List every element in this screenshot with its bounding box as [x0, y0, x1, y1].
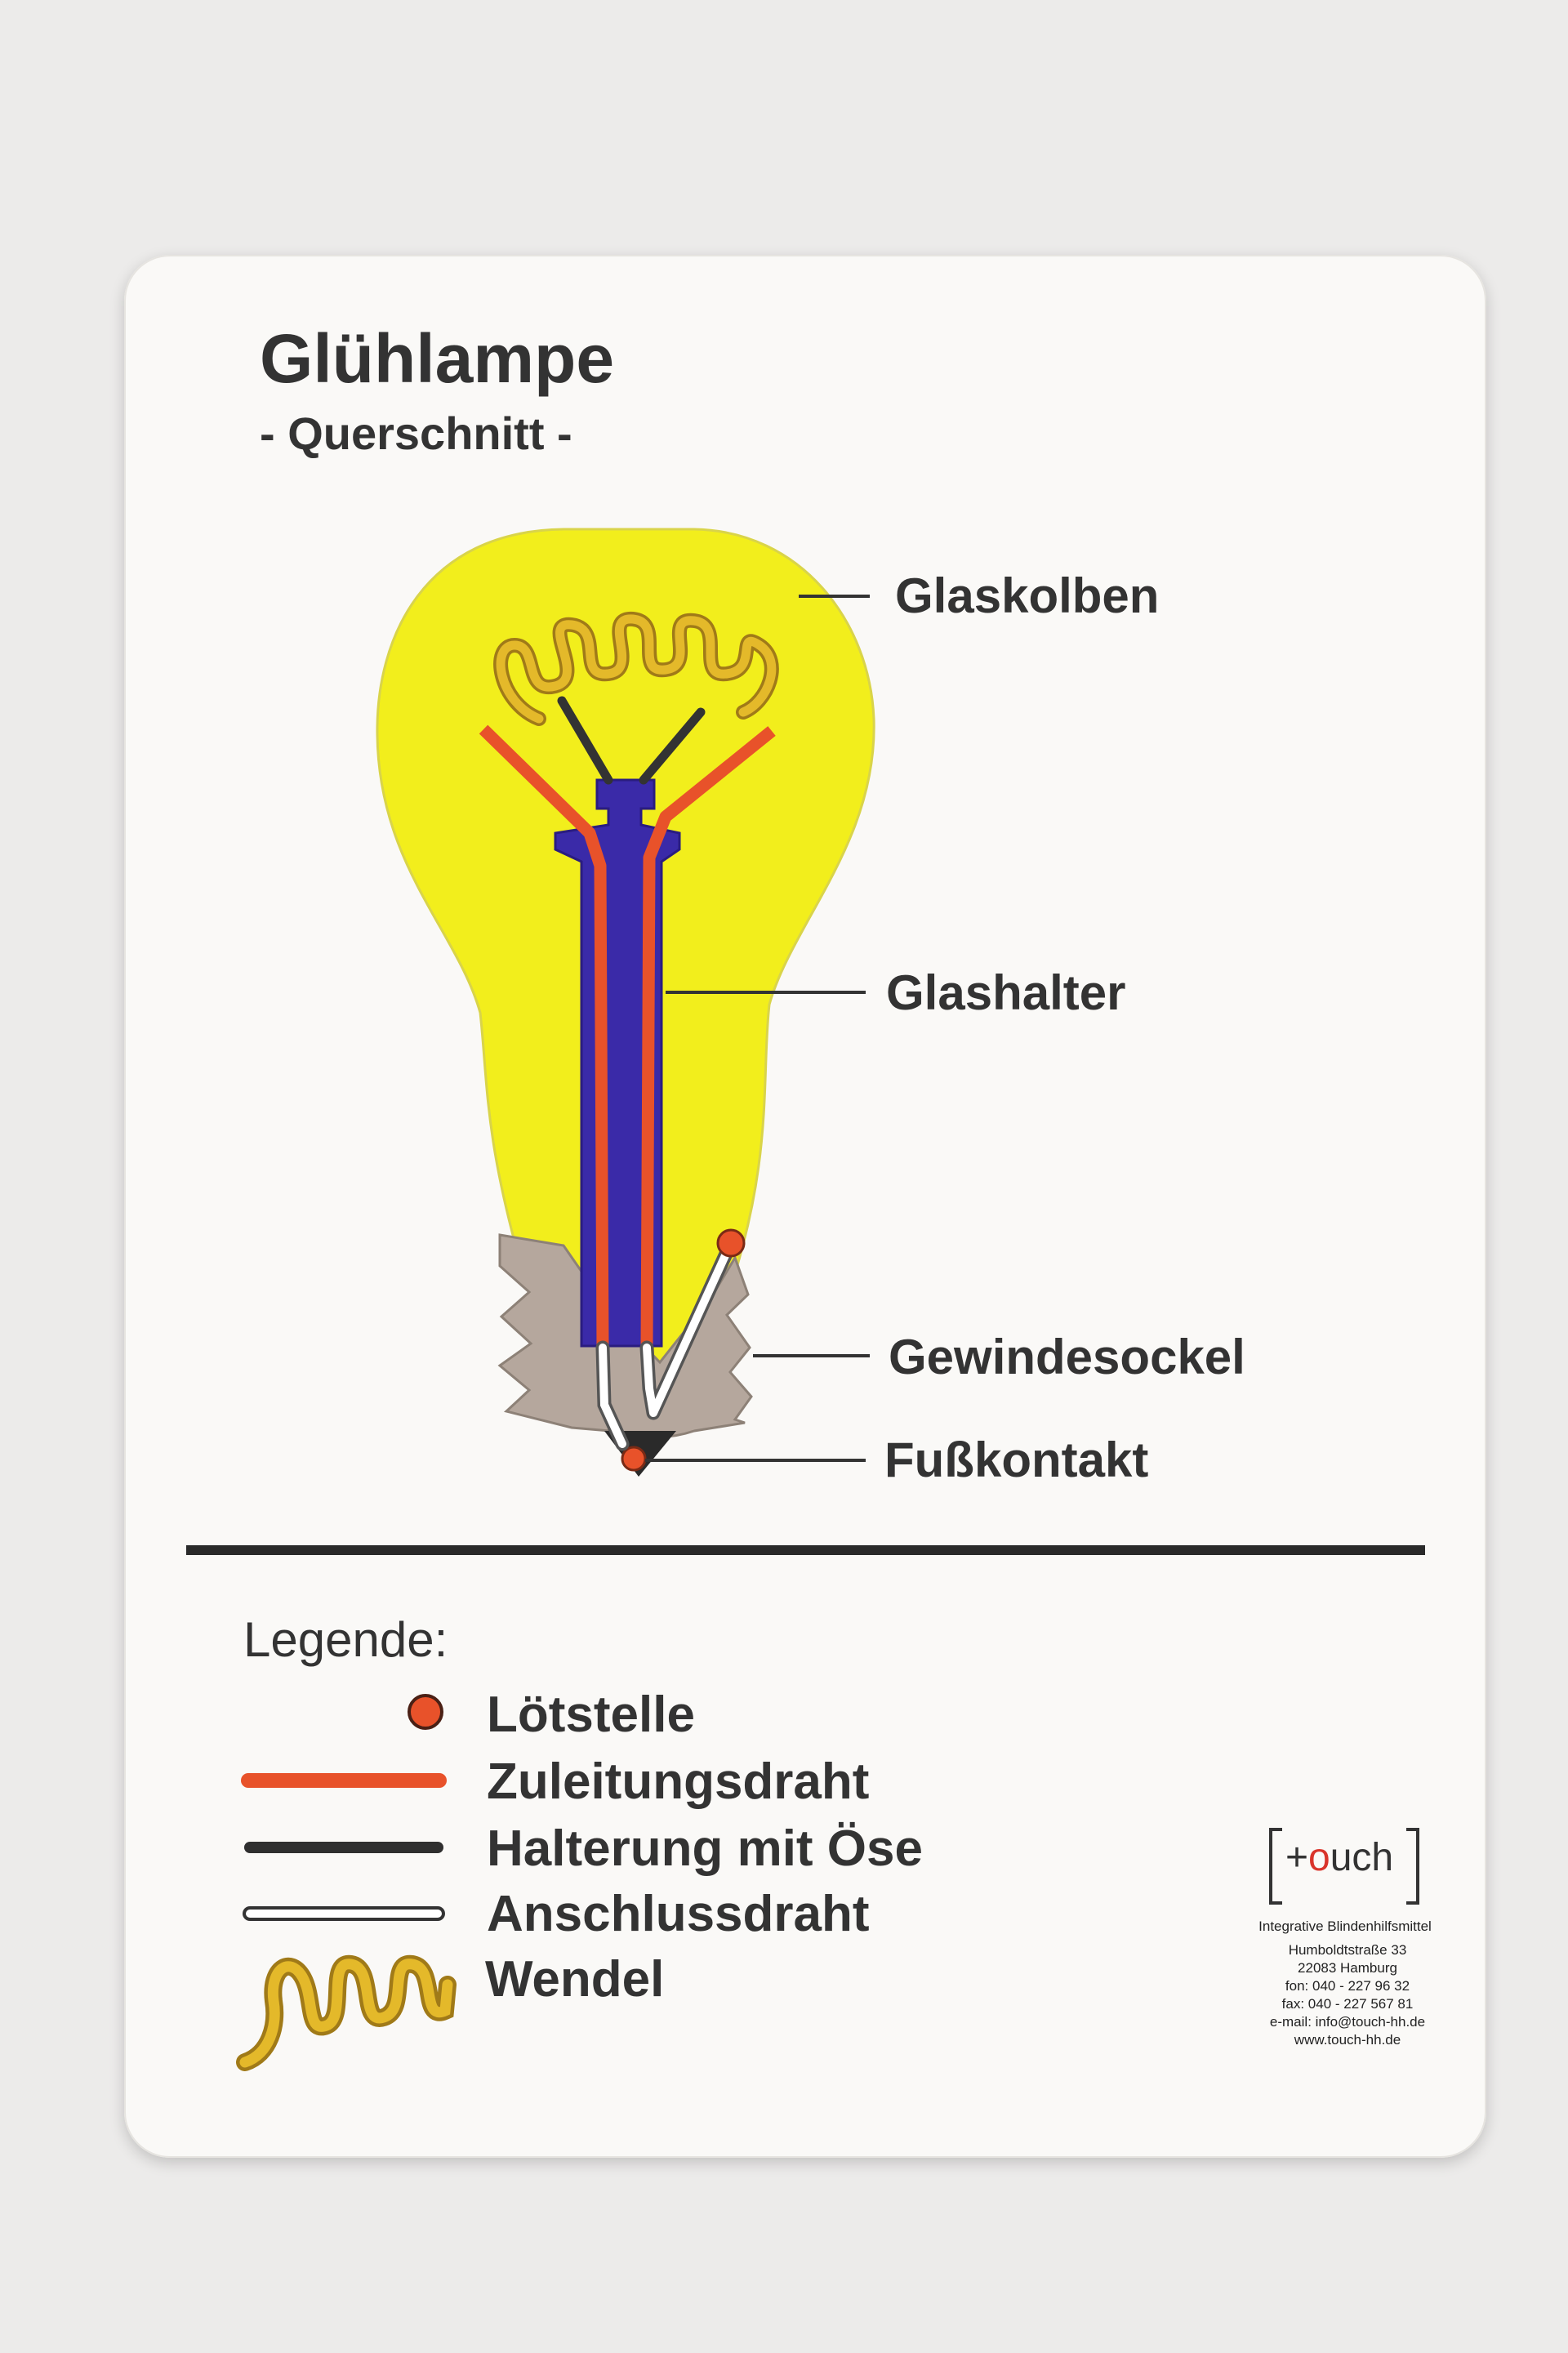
connection-wire-left-core	[599, 1344, 626, 1448]
support-wire-right	[639, 707, 706, 785]
page-title: Glühlampe	[260, 320, 614, 397]
lead-wire-right	[640, 726, 776, 1348]
maker-address-street: Humboldtstraße 33	[1289, 1942, 1407, 1958]
label-glashalter: Glashalter	[886, 965, 1125, 1020]
lead-wire-left	[479, 724, 609, 1348]
label-gewindesockel: Gewindesockel	[889, 1330, 1245, 1384]
label-fusskontakt: Fußkontakt	[884, 1433, 1148, 1487]
legend-label-anschlussdraht: Anschlussdraht	[487, 1886, 870, 1942]
logo-bracket-right	[1406, 1828, 1419, 1905]
legend-heading: Legende:	[243, 1612, 448, 1667]
label-glaskolben: Glaskolben	[895, 568, 1159, 623]
legend-label-halterung: Halterung mit Öse	[487, 1820, 923, 1877]
legend-label-wendel: Wendel	[485, 1951, 664, 2008]
legend-filament-swatch-core	[239, 1959, 453, 2068]
maker-address-city: 22083 Hamburg	[1298, 1960, 1397, 1976]
maker-tagline: Integrative Blindenhilfsmittel	[1258, 1918, 1432, 1934]
logo-rest: uch	[1330, 1836, 1393, 1879]
foot-contact-solder	[621, 1446, 647, 1472]
solder-point-socket	[716, 1228, 746, 1258]
maker-email: e-mail: info@touch-hh.de	[1270, 2014, 1425, 2030]
connection-wire-right-core	[643, 1239, 735, 1417]
maker-website: www.touch-hh.de	[1294, 2032, 1401, 2048]
support-wire-left	[557, 696, 613, 785]
logo-plus: +	[1285, 1836, 1308, 1879]
page-subtitle: - Querschnitt -	[260, 408, 572, 459]
legend-label-zuleitungsdraht: Zuleitungsdraht	[487, 1754, 869, 1810]
maker-logo: +ouch	[1285, 1836, 1393, 1879]
legend-label-loetstelle: Lötstelle	[487, 1687, 695, 1743]
logo-o: o	[1308, 1836, 1330, 1879]
logo-bracket-left	[1269, 1828, 1282, 1905]
legend-solder-swatch	[408, 1694, 443, 1730]
maker-fax: fax: 040 - 227 567 81	[1282, 1996, 1414, 2012]
maker-phone: fon: 040 - 227 96 32	[1285, 1978, 1410, 1994]
filament-core	[496, 614, 777, 724]
